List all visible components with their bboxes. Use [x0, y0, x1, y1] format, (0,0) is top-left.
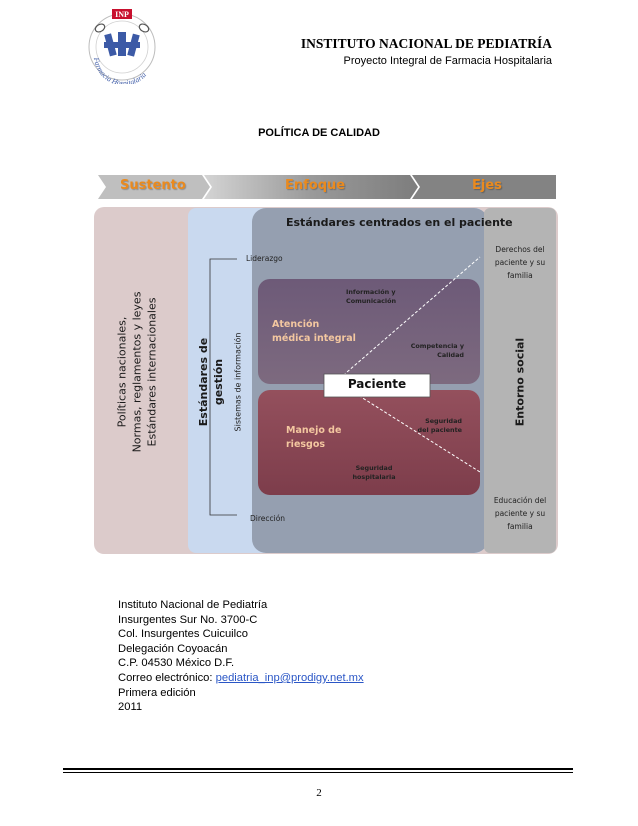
banner-enfoque: Enfoque [285, 178, 346, 193]
competencia-line1: Competencia y [410, 342, 464, 350]
info-line1: Instituto Nacional de Pediatría [118, 599, 268, 611]
logo-ring-text: Farmacia Hospitalaria [92, 56, 148, 88]
competencia-line2: Calidad [437, 351, 464, 359]
section-title: POLÍTICA DE CALIDAD [258, 127, 380, 139]
footer-rule-thin [63, 772, 573, 773]
manejo-box [258, 390, 480, 495]
systems-text: Sistemas de información [233, 332, 243, 432]
sustento-text: Políticas nacionales, Normas, reglamento… [115, 292, 160, 453]
seguridad-hospitalaria-line2: hospitalaria [352, 473, 396, 481]
sustento-line3: Estándares internacionales [145, 297, 159, 447]
educacion-line3: familia [507, 522, 533, 531]
gestion-line2: gestión [212, 358, 225, 406]
info-email-line: Correo electrónico: pediatria_inp@prodig… [118, 671, 364, 686]
paciente-box [323, 373, 431, 398]
email-label: Correo electrónico: [118, 671, 216, 684]
info-line4: Delegación Coyoacán [118, 642, 228, 655]
institution-info: Instituto Nacional de Pediatría Insurgen… [118, 598, 364, 715]
manejo-label: Manejo de riesgos [286, 424, 341, 452]
logo-badge-text: INP [115, 10, 129, 19]
info-line3: Col. Insurgentes Cuicuilco [118, 628, 248, 641]
institution-name: INSTITUTO NACIONAL DE PEDIATRÍA [300, 36, 552, 51]
seguridad-hospitalaria-line1: Seguridad [355, 464, 393, 472]
competencia-label: Competencia y Calidad [398, 342, 464, 360]
seguridad-paciente-line1: Seguridad [425, 417, 462, 425]
informacion-line2: Comunicación [346, 297, 397, 305]
info-year: 2011 [118, 701, 143, 714]
footer-rule [63, 768, 573, 770]
derechos-line2: paciente y su [494, 258, 546, 267]
banner [98, 175, 556, 199]
derechos-label: Derechos del paciente y su familia [484, 243, 556, 282]
educacion-line2: paciente y su [494, 509, 546, 518]
inp-pharmacy-logo-icon: INP Farmacia Hospitalaria [80, 6, 165, 88]
gestion-text: Estándares de gestión [196, 338, 226, 426]
direccion-label: Dirección [250, 514, 286, 523]
email-link[interactable]: pediatria_inp@prodigy.net.mx [215, 671, 364, 684]
liderazgo-label: Liderazgo [246, 254, 283, 263]
seguridad-paciente-label: Seguridad del paciente [398, 417, 462, 435]
manejo-line1: Manejo de [286, 425, 342, 436]
sustento-line2: Normas, reglamentos y leyes [130, 291, 144, 453]
seguridad-hospitalaria-label: Seguridad hospitalaria [344, 464, 404, 482]
gestion-line1: Estándares de [197, 337, 210, 427]
info-edition: Primera edición [118, 686, 196, 699]
entorno-social-label: Entorno social [513, 337, 527, 427]
entorno-area [484, 208, 556, 553]
info-line2: Insurgentes Sur No. 3700-C [118, 613, 258, 626]
informacion-label: Información y Comunicación [346, 288, 396, 306]
derechos-line3: familia [507, 271, 533, 280]
sustento-line1: Políticas nacionales, [115, 316, 129, 428]
banner-sustento: Sustento [120, 178, 186, 193]
quality-policy-diagram: Sustento Enfoque Ejes Políticas nacional… [92, 172, 562, 558]
educacion-label: Educación del paciente y su familia [484, 494, 556, 533]
info-line5: C.P. 04530 México D.F. [118, 657, 235, 670]
derechos-line1: Derechos del [495, 245, 545, 254]
seguridad-paciente-line2: del paciente [417, 426, 462, 434]
atencion-line2: médica integral [272, 333, 356, 344]
project-name: Proyecto Integral de Farmacia Hospitalar… [343, 55, 552, 67]
educacion-line1: Educación del [493, 496, 547, 505]
atencion-line1: Atención [272, 319, 320, 330]
central-title: Estándares centrados en el paciente [286, 216, 513, 229]
informacion-line1: Información y [346, 288, 396, 296]
paciente-label: Paciente [347, 377, 407, 391]
page-number: 2 [316, 787, 322, 799]
svg-text:Farmacia Hospitalaria: Farmacia Hospitalaria [92, 56, 148, 84]
manejo-line2: riesgos [286, 439, 326, 450]
banner-ejes: Ejes [472, 178, 502, 193]
atencion-label: Atención médica integral [272, 318, 356, 346]
